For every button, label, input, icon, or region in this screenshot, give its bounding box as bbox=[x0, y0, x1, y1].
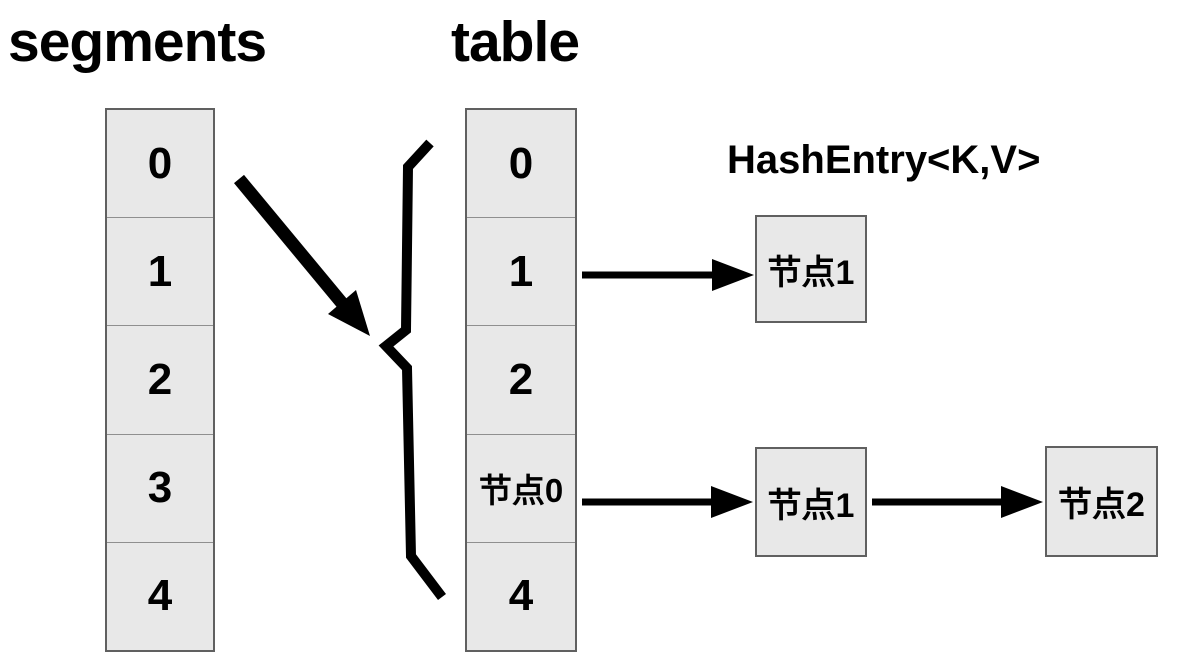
bucket1-node1-box: 节点1 bbox=[755, 215, 867, 323]
segments-title: segments bbox=[8, 10, 267, 74]
segments-cell-2: 2 bbox=[107, 326, 213, 435]
node1-to-node2-arrow-icon bbox=[872, 486, 1043, 518]
table-title: table bbox=[451, 10, 580, 74]
hash-entry-type-label: HashEntry<K,V> bbox=[727, 138, 1041, 182]
table-cell-1: 1 bbox=[467, 218, 575, 327]
segments-cell-4: 4 bbox=[147, 571, 173, 621]
table-cell-4: 4 bbox=[508, 571, 534, 621]
table-cell-2: 2 bbox=[467, 326, 575, 435]
table-cell-3-node0: 节点0 bbox=[467, 435, 575, 543]
table-array: 0 1 2 节点0 4 bbox=[465, 108, 577, 652]
segments-cell-1: 1 bbox=[107, 218, 213, 327]
bucket4-node1-box: 节点1 bbox=[755, 447, 867, 557]
node0-to-node1-arrow-icon bbox=[582, 486, 753, 518]
segments-array: 0 1 2 3 4 bbox=[105, 108, 215, 652]
table1-to-node1-arrow-icon bbox=[582, 259, 754, 291]
segment0-to-table-arrow-icon bbox=[233, 174, 370, 336]
table-cell-0: 0 bbox=[467, 110, 575, 219]
segments-cell-0: 0 bbox=[107, 110, 213, 219]
bucket4-node2-box: 节点2 bbox=[1045, 446, 1158, 557]
curly-brace-icon bbox=[378, 139, 446, 601]
segments-cell-3: 3 bbox=[107, 435, 213, 543]
